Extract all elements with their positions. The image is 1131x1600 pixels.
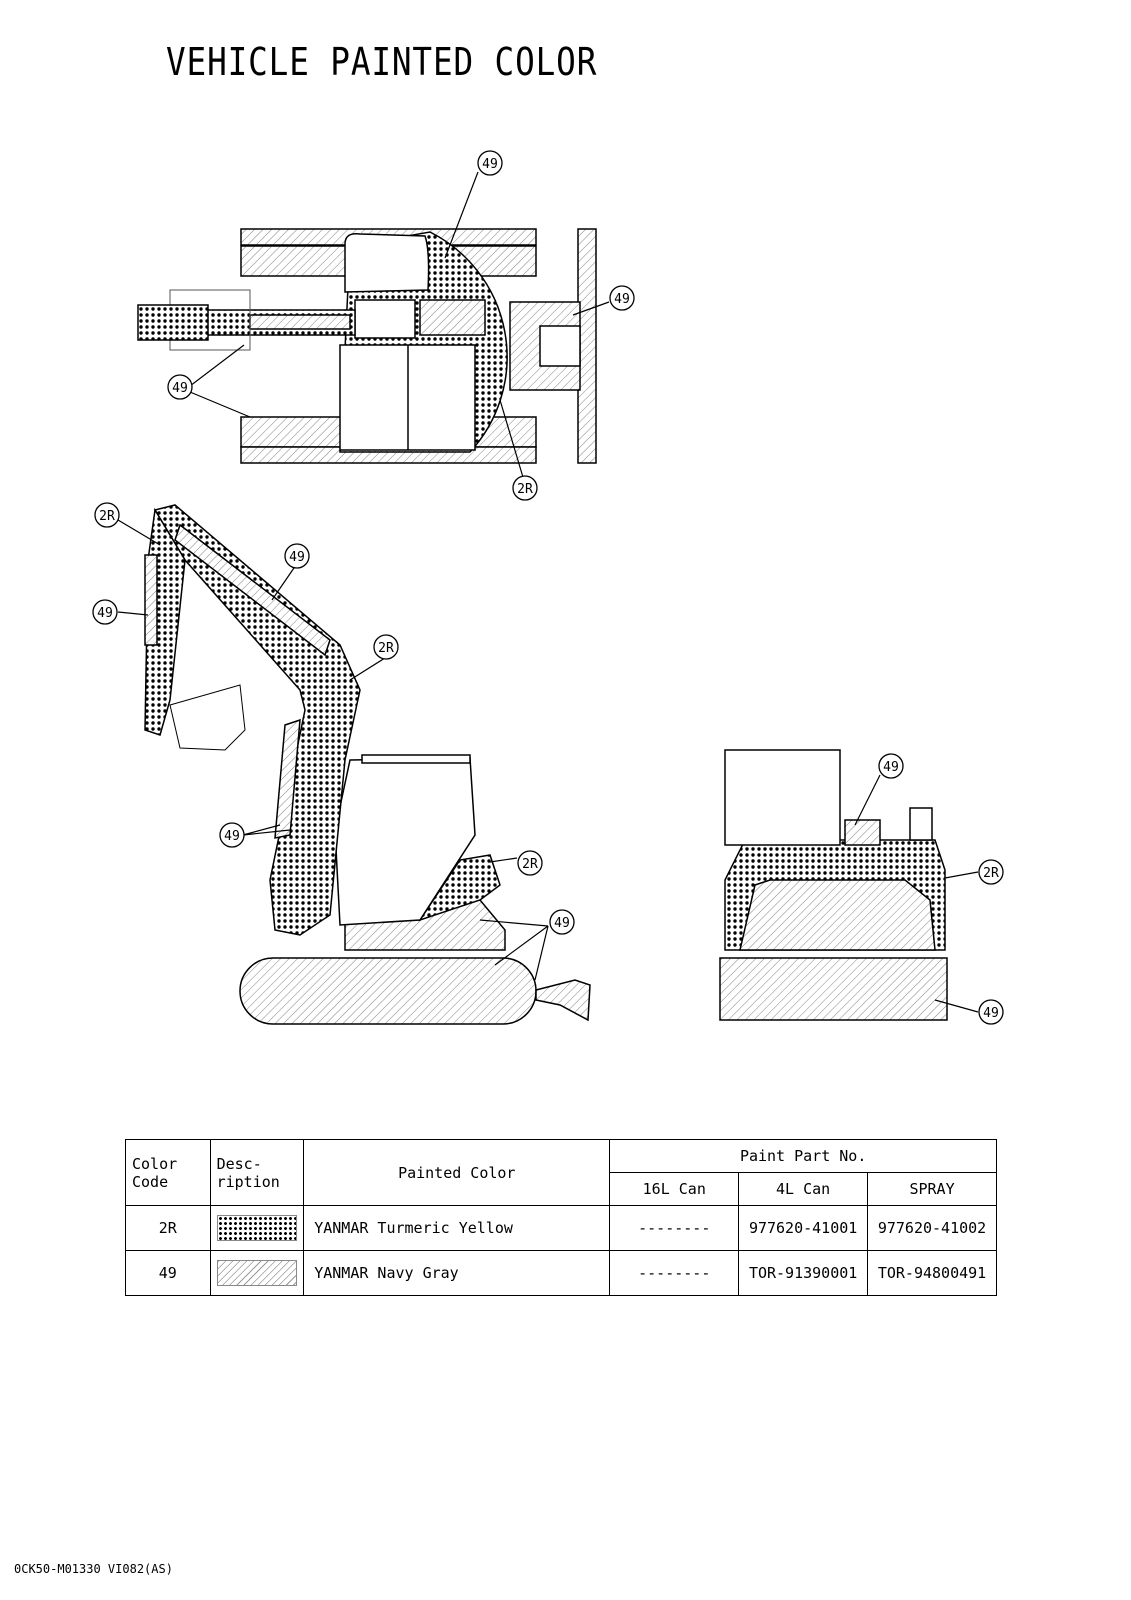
document-code: 0CK50-M01330 VI082(AS)	[14, 1562, 173, 1576]
header-painted-color: Painted Color	[303, 1139, 611, 1206]
callout-label: 2R	[99, 509, 115, 524]
header-4l-can: 4L Can	[738, 1172, 869, 1206]
paint-color-table: Color Code Desc- ription Painted Color P…	[125, 1139, 997, 1296]
callout-label: 2R	[517, 482, 533, 497]
callout-top-1: 49	[477, 150, 503, 176]
header-16l-can: 16L Can	[609, 1172, 740, 1206]
callout-label: 49	[482, 157, 498, 172]
header-color-code-line2: Code	[132, 1172, 169, 1191]
dot-pattern-swatch	[216, 1215, 297, 1241]
page-title: VEHICLE PAINTED COLOR	[166, 40, 598, 84]
table-row: 49 YANMAR Navy Gray -------- TOR-9139000…	[125, 1250, 997, 1296]
callouts: 49 49 49 2R 2R 49 49 2R	[92, 150, 1004, 1025]
callout-label: 49	[224, 829, 240, 844]
callout-label: 49	[614, 292, 630, 307]
side-view	[144, 504, 591, 1025]
callout-side-6: 2R	[517, 850, 543, 876]
cell-spray: TOR-94800491	[867, 1250, 997, 1296]
callout-label: 49	[172, 381, 188, 396]
callout-side-3: 49	[92, 599, 118, 625]
callout-label: 2R	[983, 866, 999, 881]
callout-label: 49	[97, 606, 113, 621]
callout-rear-3: 49	[978, 999, 1004, 1025]
callout-label: 49	[883, 760, 899, 775]
cell-description-swatch	[209, 1250, 305, 1296]
header-description-line2: ription	[216, 1172, 280, 1191]
header-description-line1: Desc-	[216, 1154, 262, 1173]
cell-16l-can: --------	[609, 1205, 740, 1251]
callout-side-1: 2R	[94, 502, 120, 528]
cell-color-code: 2R	[125, 1205, 211, 1251]
callout-side-5: 49	[219, 822, 245, 848]
cell-description-swatch	[209, 1205, 305, 1251]
callout-label: 2R	[378, 641, 394, 656]
cell-painted-color: YANMAR Turmeric Yellow	[303, 1205, 611, 1251]
hatch-pattern-swatch	[216, 1260, 297, 1286]
callout-rear-2: 2R	[978, 859, 1004, 885]
cell-4l-can: TOR-91390001	[738, 1250, 869, 1296]
cell-color-code: 49	[125, 1250, 211, 1296]
excavator-drawings: 49 49 49 2R 2R 49 49 2R	[92, 150, 1004, 1025]
callout-side-7: 49	[549, 909, 575, 935]
header-color-code: Color Code	[125, 1139, 211, 1206]
callout-label: 2R	[522, 857, 538, 872]
callout-side-2: 49	[284, 543, 310, 569]
cell-4l-can: 977620-41001	[738, 1205, 869, 1251]
cell-spray: 977620-41002	[867, 1205, 997, 1251]
header-spray: SPRAY	[867, 1172, 997, 1206]
callout-rear-1: 49	[878, 753, 904, 779]
callout-label: 49	[983, 1006, 999, 1021]
cell-16l-can: --------	[609, 1250, 740, 1296]
callout-top-4: 2R	[512, 475, 538, 501]
top-view	[137, 228, 597, 464]
callout-label: 49	[289, 550, 305, 565]
header-description: Desc- ription	[209, 1139, 305, 1206]
header-color-code-line1: Color	[132, 1154, 178, 1173]
rear-view	[719, 749, 948, 1021]
table-row: 2R YANMAR Turmeric Yellow -------- 97762…	[125, 1205, 997, 1251]
callout-side-4: 2R	[373, 634, 399, 660]
callout-top-3: 49	[167, 374, 193, 400]
callout-top-2: 49	[609, 285, 635, 311]
callout-leaders	[117, 171, 979, 1013]
callout-label: 49	[554, 916, 570, 931]
cell-painted-color: YANMAR Navy Gray	[303, 1250, 611, 1296]
header-paint-part-no: Paint Part No.	[609, 1139, 997, 1173]
